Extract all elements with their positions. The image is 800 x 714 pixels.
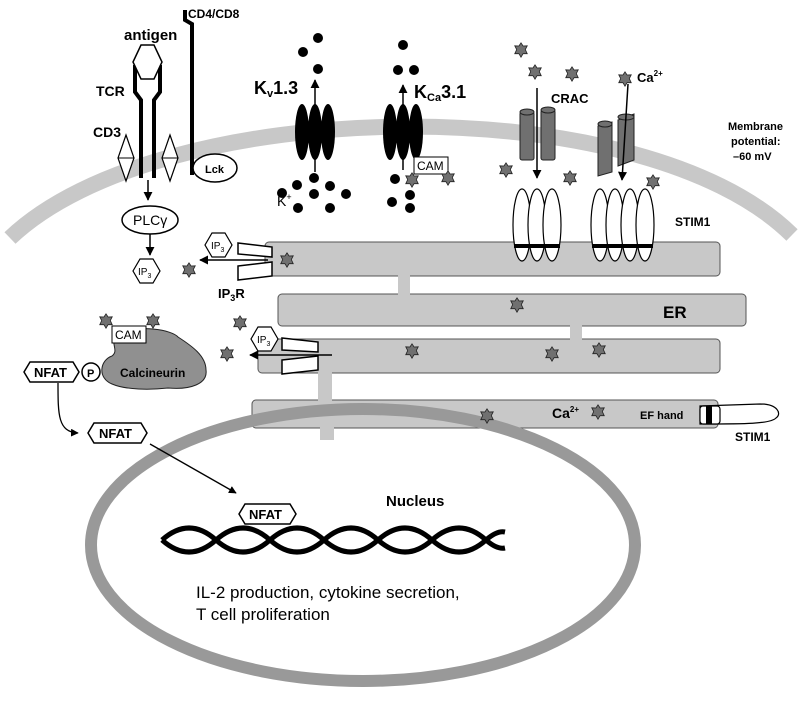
- nfat-label-3: NFAT: [249, 507, 282, 522]
- svg-text:IP3: IP3: [211, 241, 224, 254]
- cam-kca31: [413, 156, 449, 175]
- dna-helix: [160, 525, 506, 555]
- ip3-receptor-upper: IP3: [199, 232, 273, 281]
- ip3-receptor-lower: IP3: [249, 326, 332, 375]
- cd4-cd8-label: CD4/CD8: [188, 7, 240, 21]
- svg-text:IP3: IP3: [257, 335, 270, 348]
- lck-enzyme: [192, 153, 238, 183]
- crac-channel-right: [597, 113, 635, 177]
- lck-label: Lck: [205, 164, 225, 176]
- stim1-label-upper: STIM1: [675, 215, 711, 229]
- nfat-label-1: NFAT: [34, 365, 67, 380]
- phosphate-label: P: [87, 368, 94, 380]
- membrane-potential-line3: –60 mV: [733, 151, 772, 163]
- cam-calcineurin-label: CAM: [115, 328, 142, 342]
- ip3-product-label: IP3: [138, 267, 151, 280]
- kca31-label: KCa3.1: [414, 82, 466, 104]
- crac-channel-left: [519, 106, 556, 161]
- ip3-product: [132, 258, 161, 284]
- cam-kca31-label: CAM: [417, 159, 444, 173]
- ip3r-label: IP3R: [218, 286, 245, 303]
- cd4-cd8-coreceptor: [183, 10, 194, 175]
- nucleus-label: Nucleus: [386, 493, 444, 510]
- antigen-shape: [132, 44, 163, 80]
- kv13-label: Kv1.3: [254, 78, 298, 100]
- antigen-label: antigen: [124, 27, 177, 44]
- stim1-label-lower: STIM1: [735, 430, 771, 444]
- calcineurin-label: Calcineurin: [120, 366, 185, 380]
- tcr-complex: [117, 44, 179, 183]
- nfat-phosphorylated: [23, 361, 80, 383]
- ef-hand-label: EF hand: [640, 410, 683, 422]
- crac-label: CRAC: [551, 91, 589, 106]
- ca-label-top: Ca2+: [637, 69, 663, 85]
- nfat-label-2: NFAT: [99, 426, 132, 441]
- potassium-ions: [277, 33, 419, 213]
- membrane-potential-line1: Membrane: [728, 121, 783, 133]
- nfat-nuclear: [238, 503, 297, 525]
- cam-calcineurin: [111, 325, 147, 344]
- stim1-er: [699, 403, 780, 425]
- cd3-label: CD3: [93, 124, 121, 140]
- calcineurin: [101, 328, 207, 390]
- membrane-potential-line2: potential:: [731, 136, 781, 148]
- nucleus: [85, 403, 641, 687]
- output-text-line1: IL-2 production, cytokine secretion,: [196, 583, 460, 602]
- output-text-line2: T cell proliferation: [196, 605, 330, 624]
- k-ion-label: K+: [277, 192, 292, 209]
- er-label: ER: [663, 303, 687, 322]
- stim1-cluster-right: [590, 188, 655, 262]
- tcr-label: TCR: [96, 83, 125, 99]
- phosphate-group: [81, 362, 101, 382]
- ca-label-er: Ca2+: [552, 405, 579, 421]
- nfat-active: [87, 422, 148, 444]
- stim1-cluster-left: [512, 188, 562, 262]
- plc-gamma-label: PLCγ: [133, 212, 167, 228]
